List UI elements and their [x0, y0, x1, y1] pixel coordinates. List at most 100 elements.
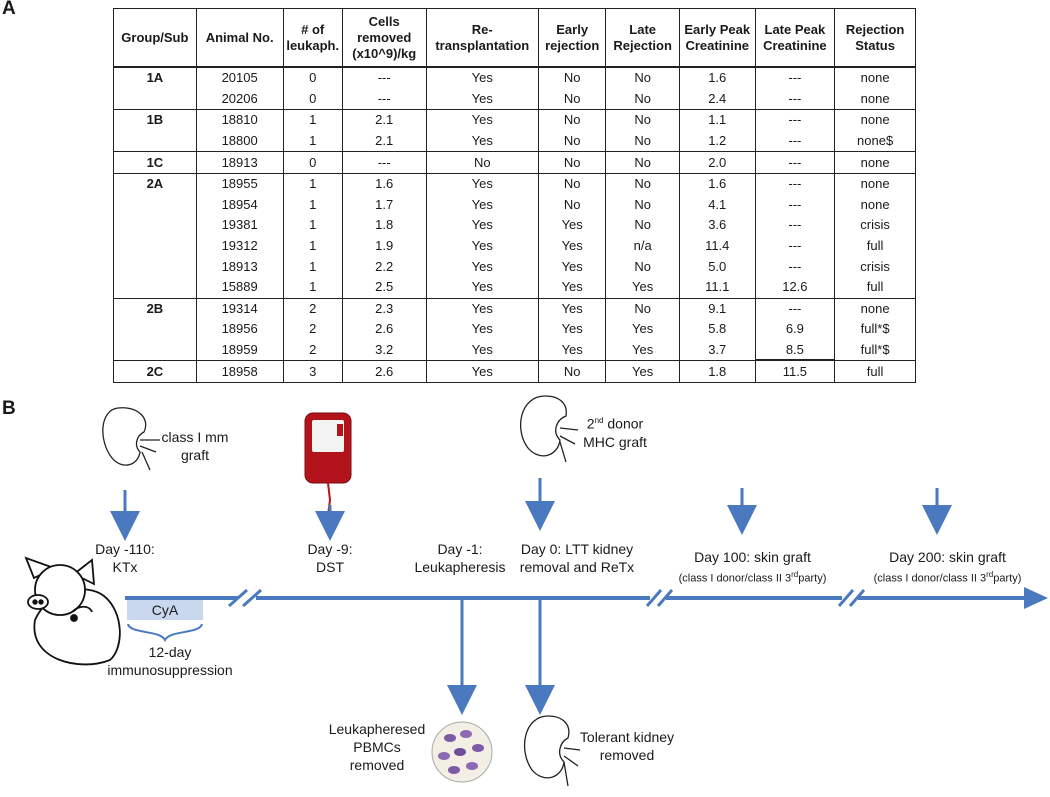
table-cell-group: 2B — [113, 297, 197, 320]
table-cell-status: crisis — [834, 215, 916, 236]
table-cell-animal: 18954 — [195, 194, 284, 216]
table-cell-early: No — [537, 360, 607, 383]
table-cell-status: full — [834, 235, 916, 257]
table-cell-late-cr: --- — [754, 235, 836, 257]
table-cell-early: Yes — [537, 319, 607, 340]
table-cell-cells: 1.6 — [341, 172, 427, 195]
table-cell-cells: 2.3 — [341, 297, 427, 320]
pbmc-dish-icon — [431, 721, 493, 783]
table-cell-retx: Yes — [425, 256, 539, 277]
cya-box — [127, 600, 203, 620]
table-cell-status: full*$ — [834, 339, 916, 361]
table-cell-cells: --- — [341, 151, 427, 174]
table-cell-retx: Yes — [425, 276, 539, 299]
table-cell-animal: 18956 — [195, 319, 284, 340]
table-cell-early: Yes — [537, 256, 607, 277]
table-cell-late: Yes — [605, 360, 680, 383]
table-cell-early-cr: 2.0 — [678, 151, 756, 174]
table-cell-cells: 1.7 — [341, 194, 427, 216]
table-cell-animal: 18958 — [195, 360, 284, 383]
panel-b-label: B — [2, 398, 16, 419]
table-cell-late: No — [605, 215, 680, 236]
table-cell-cells: --- — [341, 67, 427, 89]
table-cell-early-cr: 1.2 — [678, 130, 756, 152]
table-cell-early: No — [537, 130, 607, 152]
event-day100: Day 100: skin graft (class I donor/class… — [678, 549, 827, 585]
column-header: Animal No. — [195, 8, 284, 68]
table-cell-early: Yes — [537, 276, 607, 299]
table-cell-early-cr: 1.6 — [678, 67, 756, 89]
table-cell-late-cr: 11.5 — [754, 360, 836, 383]
table-cell-leuk: 1 — [282, 194, 343, 216]
table-cell-late-cr: --- — [754, 151, 836, 174]
table-cell-animal: 18800 — [195, 130, 284, 152]
event-ktx: Day -110:KTx — [95, 541, 155, 575]
table-cell-late-cr: 12.6 — [754, 276, 836, 299]
table-cell-early: No — [537, 88, 607, 110]
table-cell-leuk: 2 — [282, 339, 343, 361]
graft2-label: 2nd donor MHC graft — [583, 415, 647, 450]
event-day200: Day 200: skin graft (class I donor/class… — [873, 549, 1022, 585]
table-cell-retx: Yes — [425, 360, 539, 383]
table-cell-retx: Yes — [425, 235, 539, 257]
table-cell-leuk: 1 — [282, 215, 343, 236]
table-cell-late-cr: --- — [754, 109, 836, 131]
table-cell-animal: 19312 — [195, 235, 284, 257]
table-cell-early-cr: 4.1 — [678, 194, 756, 216]
cya-label: CyA — [151, 602, 179, 618]
table-cell-status: full — [834, 276, 916, 299]
table-cell-animal: 18913 — [195, 151, 284, 174]
table-cell-late: No — [605, 297, 680, 320]
table-cell-early: Yes — [537, 215, 607, 236]
table-cell-late: Yes — [605, 339, 680, 361]
table-cell-early-cr: 9.1 — [678, 297, 756, 320]
table-cell-group: 1A — [113, 67, 197, 89]
table-cell-early: Yes — [537, 297, 607, 320]
table-cell-cells: --- — [341, 88, 427, 110]
table-cell-retx: Yes — [425, 297, 539, 320]
table-cell-status: none — [834, 297, 916, 320]
table-cell-early: Yes — [537, 339, 607, 361]
table-cell-early: No — [537, 109, 607, 131]
table-cell-leuk: 1 — [282, 109, 343, 131]
table-cell-retx: Yes — [425, 88, 539, 110]
table-cell-group: 2A — [113, 172, 197, 195]
table-cell-leuk: 1 — [282, 256, 343, 277]
table-cell-animal: 18810 — [195, 109, 284, 131]
table-cell-status: none$ — [834, 130, 916, 152]
column-header: Re-transplantation — [425, 8, 539, 68]
table-cell-late: No — [605, 172, 680, 195]
table-cell-leuk: 2 — [282, 297, 343, 320]
table-cell-status: none — [834, 194, 916, 216]
kidney-2nd-donor-icon — [520, 395, 579, 463]
table-cell-retx: Yes — [425, 319, 539, 340]
table-cell-late-cr: --- — [754, 172, 836, 195]
table-cell-retx: Yes — [425, 109, 539, 131]
event-dst: Day -9:DST — [307, 541, 353, 575]
table-cell-leuk: 0 — [282, 151, 343, 174]
table-cell-early: No — [537, 67, 607, 89]
table-cell-late-cr: --- — [754, 67, 836, 89]
table-cell-late: No — [605, 88, 680, 110]
